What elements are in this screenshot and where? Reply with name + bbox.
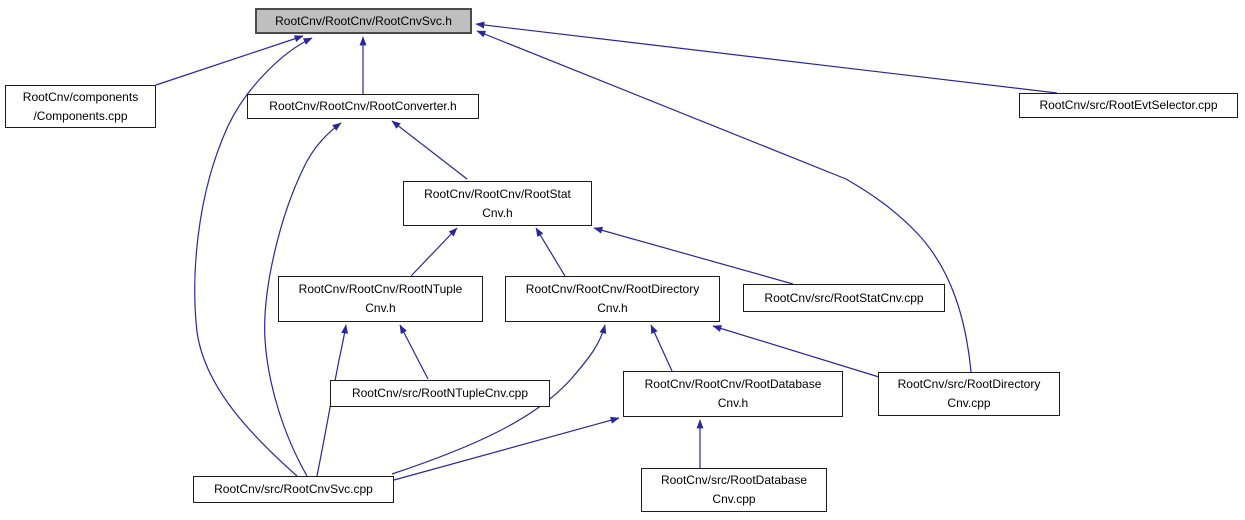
edge-root-evt-selector-cpp-to-root-cnv-svc-h <box>475 21 1058 94</box>
edge-root-cnv-svc-cpp-to-root-cnv-svc-h <box>194 37 313 477</box>
edge-root-cnv-svc-cpp-to-root-ntuple-cnv-h <box>316 324 349 477</box>
edge-root-cnv-svc-cpp-to-root-converter-h <box>264 122 342 477</box>
edge-root-database-cnv-h-to-root-directory-cnv-h <box>650 324 673 372</box>
edge-root-stat-cnv-h-to-root-converter-h <box>391 120 468 180</box>
edge-root-ntuple-cnv-h-to-root-stat-cnv-h <box>410 227 458 277</box>
node-root-stat-cnv-cpp[interactable]: RootCnv/src/RootStatCnv.cpp <box>743 284 945 312</box>
edge-root-stat-cnv-cpp-to-root-stat-cnv-h <box>593 226 794 285</box>
node-root-ntuple-cnv-h[interactable]: RootCnv/RootCnv/RootNTuple Cnv.h <box>278 276 483 322</box>
edge-root-directory-cnv-cpp-to-root-cnv-svc-h <box>476 30 972 373</box>
node-root-directory-cnv-cpp[interactable]: RootCnv/src/RootDirectory Cnv.cpp <box>878 372 1060 416</box>
node-root-stat-cnv-h[interactable]: RootCnv/RootCnv/RootStat Cnv.h <box>403 181 592 226</box>
edge-components-cpp-to-root-cnv-svc-h <box>155 35 304 86</box>
edge-root-cnv-svc-cpp-to-root-database-cnv-h <box>393 416 620 481</box>
node-components-cpp[interactable]: RootCnv/components /Components.cpp <box>5 85 156 128</box>
node-root-database-cnv-cpp[interactable]: RootCnv/src/RootDatabase Cnv.cpp <box>641 468 827 512</box>
node-root-directory-cnv-h[interactable]: RootCnv/RootCnv/RootDirectory Cnv.h <box>505 276 720 322</box>
node-root-evt-selector-cpp[interactable]: RootCnv/src/RootEvtSelector.cpp <box>1019 93 1238 118</box>
edge-root-cnv-svc-cpp-to-root-directory-cnv-h <box>391 324 607 475</box>
edge-root-directory-cnv-h-to-root-stat-cnv-h <box>535 227 566 277</box>
node-root-cnv-svc-h[interactable]: RootCnv/RootCnv/RootCnvSvc.h <box>255 8 472 34</box>
edge-root-ntuple-cnv-cpp-to-root-ntuple-cnv-h <box>399 324 429 380</box>
node-root-database-cnv-h[interactable]: RootCnv/RootCnv/RootDatabase Cnv.h <box>623 371 843 417</box>
node-root-cnv-svc-cpp[interactable]: RootCnv/src/RootCnvSvc.cpp <box>193 476 394 503</box>
node-root-converter-h[interactable]: RootCnv/RootCnv/RootConverter.h <box>247 94 479 119</box>
edge-root-directory-cnv-cpp-to-root-directory-cnv-h <box>712 325 880 378</box>
node-root-ntuple-cnv-cpp[interactable]: RootCnv/src/RootNTupleCnv.cpp <box>330 380 550 407</box>
